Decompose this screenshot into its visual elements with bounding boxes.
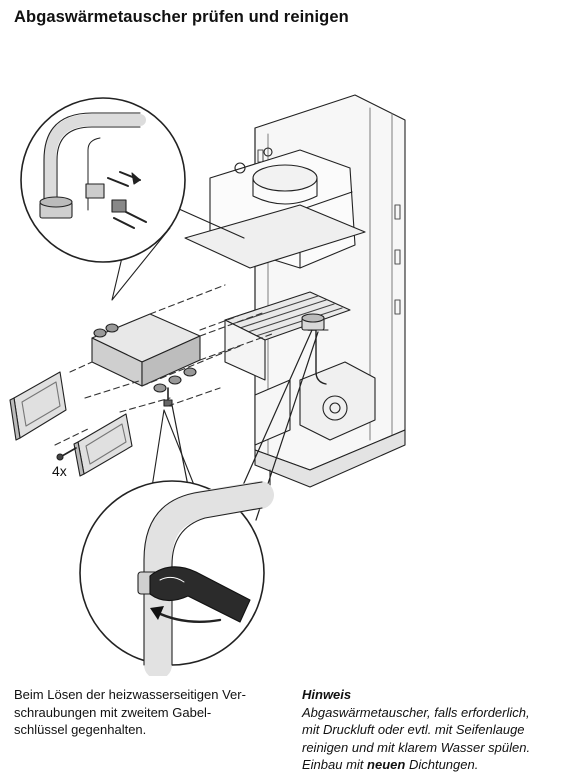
cover-panel-icon xyxy=(9,371,67,441)
rotation-arrow-icon xyxy=(150,606,222,623)
boiler-housing xyxy=(184,94,406,488)
detail-circle-upper xyxy=(20,97,245,301)
explosion-lines xyxy=(54,284,273,446)
note-line: mit Druckluft oder evtl. mit Seifenlauge xyxy=(302,722,525,737)
screw-count-label: 4x xyxy=(52,463,67,479)
detail-circle-lower xyxy=(79,329,319,676)
note-box: Hinweis Abgaswärmetauscher, falls erford… xyxy=(302,686,570,774)
note-line-part: Dichtungen. xyxy=(405,757,479,772)
note-line-part: Einbau mit xyxy=(302,757,368,772)
boiler-exploded-diagram: 4x xyxy=(9,94,406,676)
cover-panel-icon xyxy=(73,413,133,477)
caption-line: Beim Lösen der heizwasserseitigen Ver- xyxy=(14,687,246,702)
open-end-wrench-icon xyxy=(149,566,251,623)
note-line: reinigen und mit klarem Wasser spülen. xyxy=(302,739,531,755)
caption-line: schlüssel gegenhalten. xyxy=(14,722,147,737)
page-title: Abgaswärmetauscher prüfen und reinigen xyxy=(14,8,349,26)
caption-line: schraubungen mit zweitem Gabel- xyxy=(14,704,212,720)
heat-exchanger-icon xyxy=(91,313,201,407)
note-title: Hinweis xyxy=(302,687,352,702)
procedure-caption: Beim Lösen der heizwasserseitigen Ver- s… xyxy=(14,686,284,739)
note-emphasis: neuen xyxy=(367,757,406,772)
note-line: Abgaswärmetauscher, falls erforderlich, xyxy=(302,704,530,720)
note-line-last: Einbau mit neuen Dichtungen. xyxy=(302,756,570,774)
screw-icon xyxy=(56,447,77,461)
